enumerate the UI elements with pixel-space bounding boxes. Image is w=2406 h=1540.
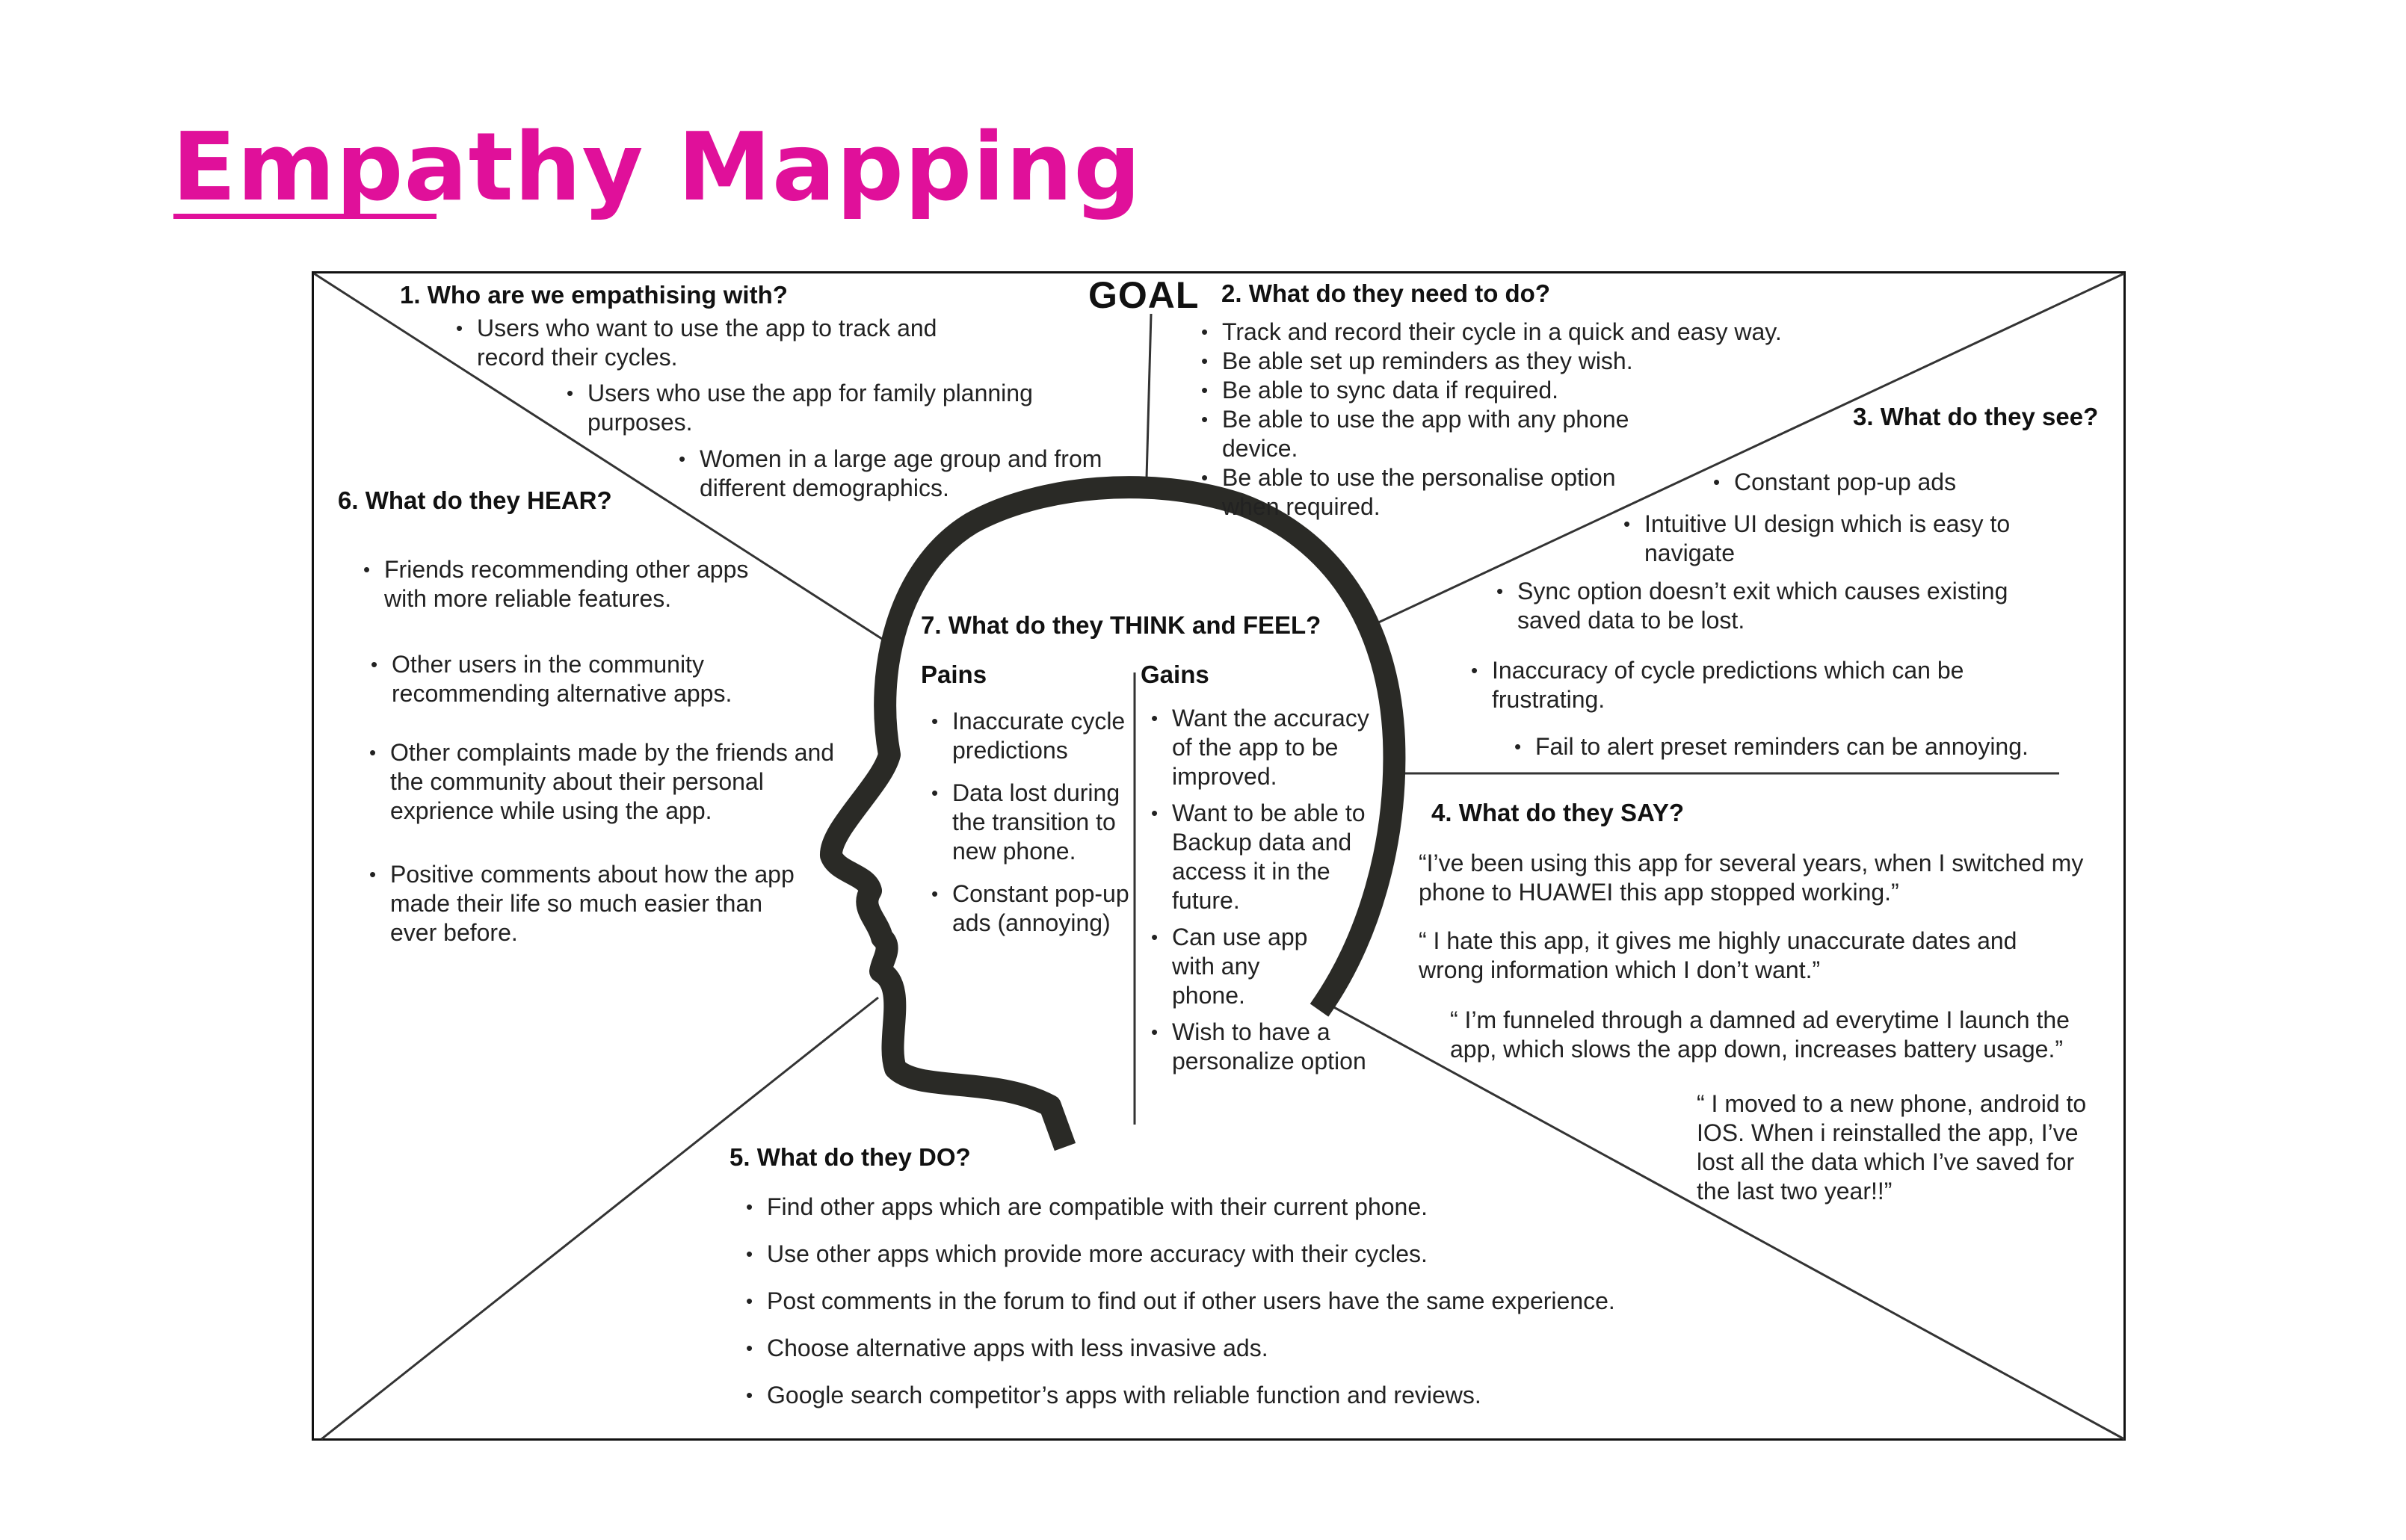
list-item: Choose alternative apps with less invasi… [746, 1334, 1739, 1363]
section-who-list-2: Users who use the app for family plannin… [565, 379, 1096, 437]
list-item: Users who want to use the app to track a… [456, 314, 978, 372]
list-item: Be able to use the app with any phone de… [1201, 405, 1641, 463]
section-think-heading: 7. What do they THINK and FEEL? [921, 611, 1321, 639]
list-item: Fail to alert preset reminders can be an… [1514, 732, 2103, 761]
list-item: Wish to have a personalize option [1151, 1018, 1374, 1076]
list-item: Want to be able to Backup data and acces… [1151, 799, 1374, 915]
say-quote: “ I hate this app, it gives me highly un… [1419, 927, 2017, 983]
section-hear-list-2: Other users in the community recommendin… [369, 650, 780, 708]
list-item: Find other apps which are compatible wit… [746, 1193, 1739, 1222]
list-item: Women in a large age group and from diff… [679, 445, 1141, 503]
gains-label: Gains [1141, 661, 1209, 688]
section-who-heading: 1. Who are we empathising with? [400, 281, 788, 309]
list-item: Other users in the community recommendin… [371, 650, 773, 708]
section-do-list: Find other apps which are compatible wit… [744, 1193, 1739, 1410]
list-item: Can use app with any phone. [1151, 923, 1321, 1010]
list-item: Track and record their cycle in a quick … [1201, 318, 1835, 347]
section-hear-heading: 6. What do they HEAR? [338, 486, 612, 514]
list-item: Post comments in the forum to find out i… [746, 1287, 1739, 1316]
list-item: Be able to sync data if required. [1201, 376, 1835, 405]
divider-top-left [313, 272, 883, 640]
section-need-list: Track and record their cycle in a quick … [1200, 318, 1835, 522]
list-item: Inaccuracy of cycle predictions which ca… [1471, 656, 2008, 714]
head-silhouette-icon [820, 476, 1406, 1151]
list-item: Be able to use the personalise option wh… [1201, 463, 1648, 522]
say-quote: “ I’m funneled through a damned ad every… [1450, 1006, 2070, 1063]
list-item: Friends recommending other apps with mor… [363, 555, 780, 613]
page-title: Empathy Mapping [172, 112, 1142, 222]
say-quote: “I’ve been using this app for several ye… [1419, 850, 2084, 906]
list-item: Constant pop-up ads (annoying) [931, 879, 1154, 938]
goal-label: GOAL [1088, 274, 1200, 316]
section-need-heading: 2. What do they need to do? [1221, 279, 1550, 307]
list-item: Be able set up reminders as they wish. [1201, 347, 1835, 376]
list-item: Intuitive UI design which is easy to nav… [1623, 510, 2041, 568]
section-who-list-3: Women in a large age group and from diff… [677, 445, 1163, 503]
pains-label: Pains [921, 661, 987, 688]
divider-top-right [1375, 272, 2125, 625]
divider-bottom-left [321, 996, 879, 1441]
gains-list: Want the accuracy of the app to be impro… [1150, 704, 1374, 1076]
section-do-heading: 5. What do they DO? [729, 1143, 971, 1171]
section-see-list-4: Inaccuracy of cycle predictions which ca… [1469, 656, 2030, 714]
section-say-heading: 4. What do they SAY? [1431, 799, 1684, 826]
list-item: Inaccurate cycle predictions [931, 707, 1154, 765]
list-item: Google search competitor’s apps with rel… [746, 1381, 1739, 1410]
section-who-list: Users who want to use the app to track a… [454, 314, 1000, 372]
list-item: Constant pop-up ads [1713, 468, 2033, 497]
list-item: Users who use the app for family plannin… [567, 379, 1073, 437]
list-item: Use other apps which provide more accura… [746, 1240, 1739, 1269]
list-item: Sync option doesn’t exit which causes ex… [1496, 577, 2048, 635]
section-see-list-2: Intuitive UI design which is easy to nav… [1622, 510, 2063, 568]
list-item: Want the accuracy of the app to be impro… [1151, 704, 1374, 791]
section-hear-list: Friends recommending other apps with mor… [362, 555, 788, 613]
title-underline [173, 214, 437, 219]
section-see-list-5: Fail to alert preset reminders can be an… [1513, 732, 2103, 761]
section-see-list-3: Sync option doesn’t exit which causes ex… [1495, 577, 2070, 635]
list-item: Other complaints made by the friends and… [369, 738, 861, 826]
divider-goal [1145, 313, 1153, 479]
say-quote: “ I moved to a new phone, android to IOS… [1697, 1090, 2087, 1205]
list-item: Positive comments about how the app made… [369, 860, 801, 947]
section-see-list: Constant pop-up ads [1712, 468, 2033, 497]
section-see-heading: 3. What do they see? [1853, 403, 2099, 430]
pains-list: Inaccurate cycle predictions Data lost d… [930, 707, 1154, 938]
empathy-map-frame [312, 271, 2126, 1441]
list-item: Data lost during the transition to new p… [931, 779, 1154, 866]
section-hear-list-3: Other complaints made by the friends and… [368, 738, 883, 947]
